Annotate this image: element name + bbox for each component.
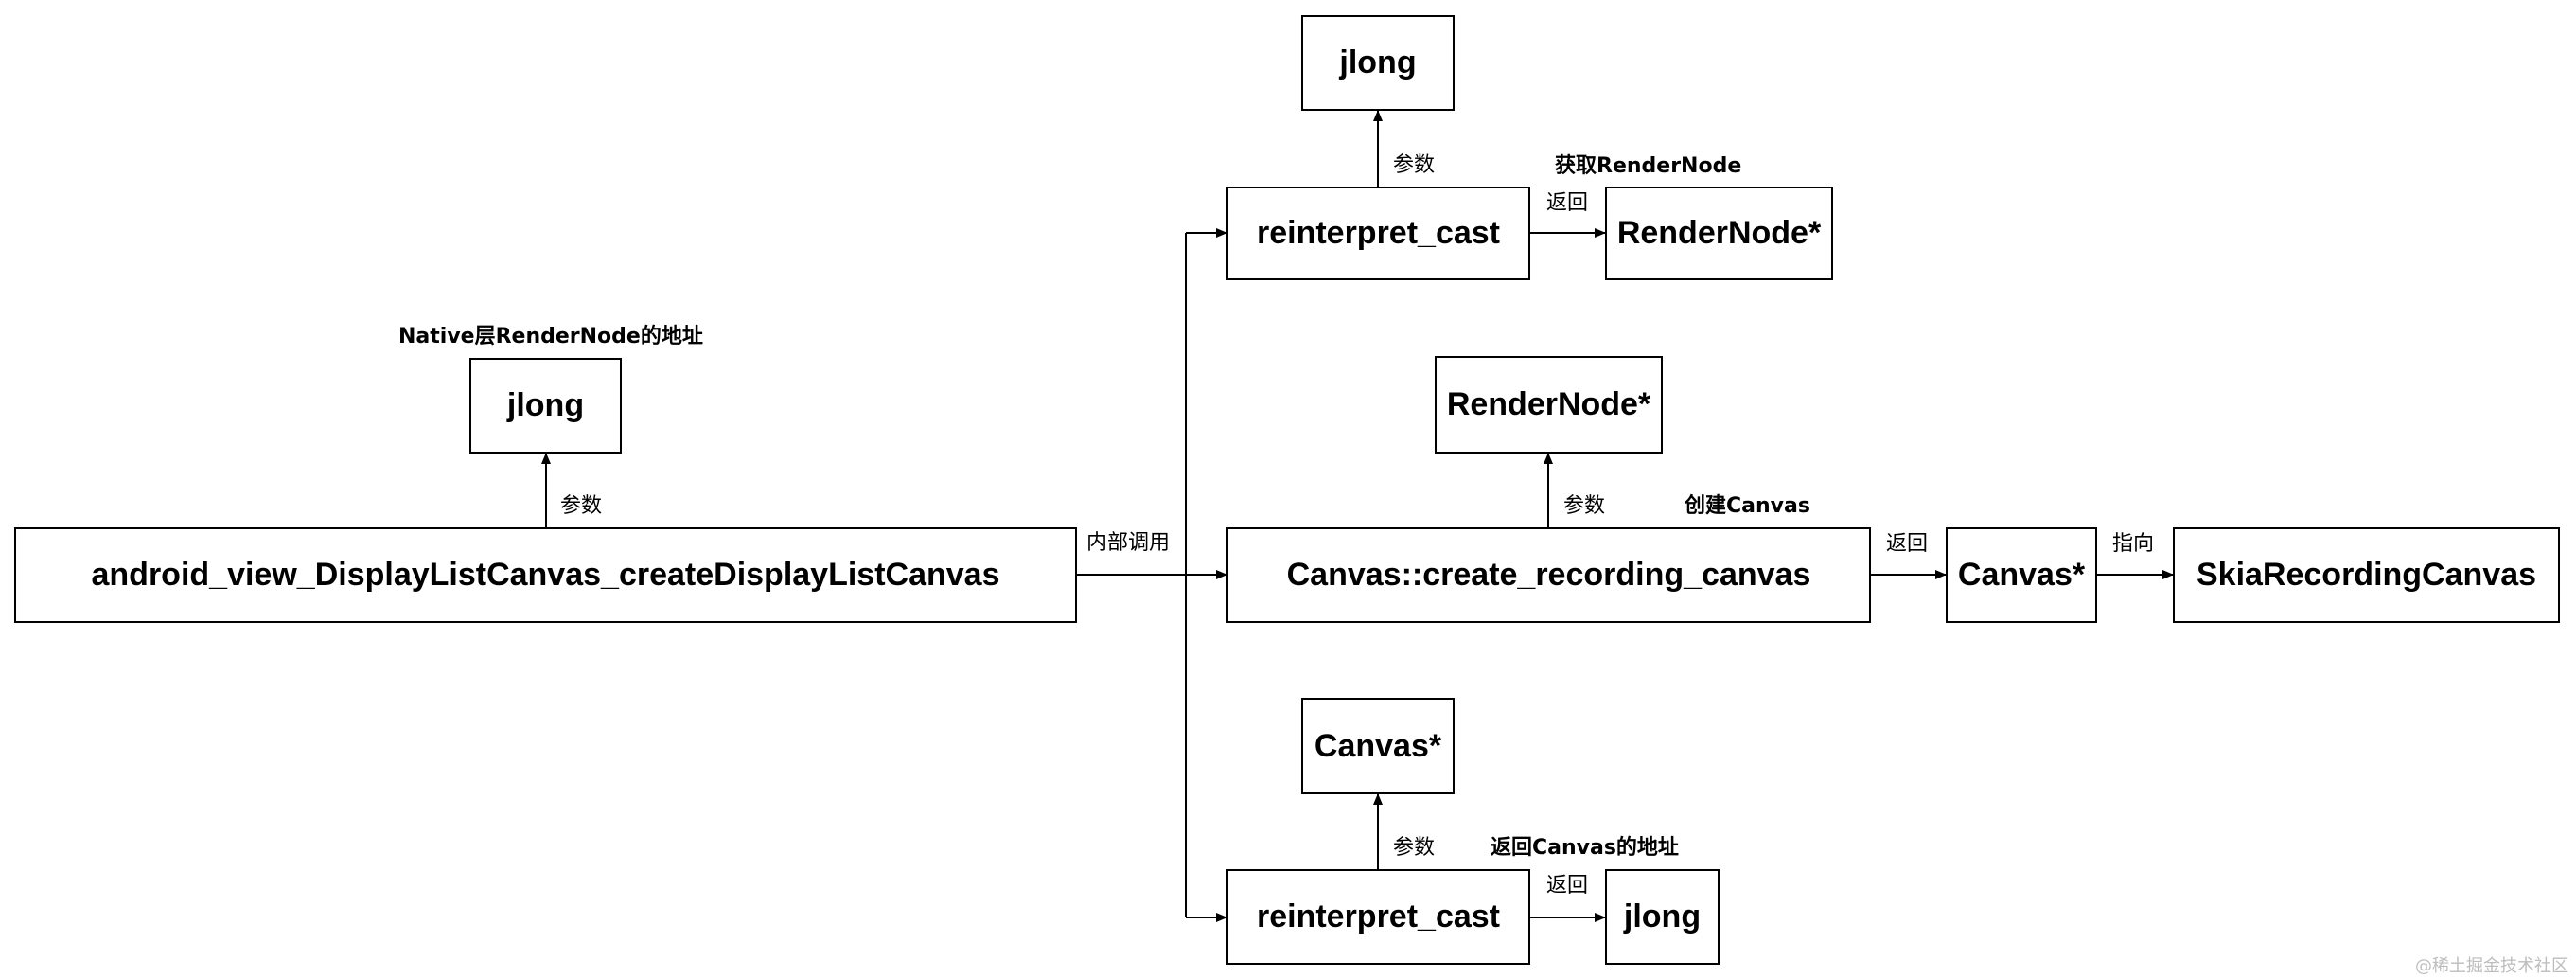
main-function-label: android_view_DisplayListCanvas_createDis… bbox=[91, 557, 1000, 593]
canvas-ptr-mid-label: Canvas* bbox=[1957, 557, 2086, 593]
skia-recording-canvas-box: SkiaRecordingCanvas bbox=[2173, 527, 2560, 623]
reinterpret-cast-top-label: reinterpret_cast bbox=[1256, 215, 1500, 251]
return-bottom-label: 返回 bbox=[1546, 874, 1589, 898]
jlong-top-box: jlong bbox=[1301, 15, 1455, 111]
internal-call-label: 内部调用 bbox=[1086, 531, 1171, 555]
get-rendernode-label: 获取RenderNode bbox=[1555, 154, 1742, 178]
jlong-param-box: jlong bbox=[469, 358, 622, 454]
jlong-bottom-box: jlong bbox=[1605, 869, 1720, 965]
param-main-label: 参数 bbox=[560, 494, 603, 518]
return-top-label: 返回 bbox=[1546, 191, 1589, 215]
jlong-param-label: jlong bbox=[506, 387, 585, 423]
canvas-ptr-bottom-label: Canvas* bbox=[1314, 727, 1442, 764]
reinterpret-cast-bottom-box: reinterpret_cast bbox=[1226, 869, 1530, 965]
create-canvas-label: 创建Canvas bbox=[1685, 494, 1810, 518]
reinterpret-cast-bottom-label: reinterpret_cast bbox=[1256, 899, 1500, 934]
jlong-bottom-label: jlong bbox=[1623, 899, 1702, 934]
canvas-ptr-bottom-box: Canvas* bbox=[1301, 698, 1455, 794]
param-mid-label: 参数 bbox=[1563, 494, 1606, 518]
param-bottom-label: 参数 bbox=[1393, 836, 1436, 860]
return-canvas-address-label: 返回Canvas的地址 bbox=[1491, 836, 1679, 860]
rendernode-ptr-top-label: RenderNode* bbox=[1616, 215, 1822, 251]
rendernode-ptr-top-box: RenderNode* bbox=[1605, 187, 1833, 280]
create-recording-canvas-label: Canvas::create_recording_canvas bbox=[1286, 557, 1811, 593]
return-mid-label: 返回 bbox=[1886, 532, 1929, 556]
rendernode-ptr-mid-box: RenderNode* bbox=[1435, 356, 1663, 454]
param-top-label: 参数 bbox=[1393, 153, 1436, 177]
native-address-label: Native层RenderNode的地址 bbox=[398, 325, 703, 348]
create-recording-canvas-box: Canvas::create_recording_canvas bbox=[1226, 527, 1871, 623]
canvas-ptr-mid-box: Canvas* bbox=[1946, 527, 2097, 623]
rendernode-ptr-mid-label: RenderNode* bbox=[1446, 386, 1651, 422]
watermark: @稀土掘金技术社区 bbox=[2415, 956, 2568, 976]
points-to-label: 指向 bbox=[2112, 532, 2155, 556]
main-function-box: android_view_DisplayListCanvas_createDis… bbox=[14, 527, 1077, 623]
reinterpret-cast-top-box: reinterpret_cast bbox=[1226, 187, 1530, 280]
jlong-top-label: jlong bbox=[1339, 44, 1417, 80]
skia-recording-canvas-label: SkiaRecordingCanvas bbox=[2196, 557, 2537, 593]
